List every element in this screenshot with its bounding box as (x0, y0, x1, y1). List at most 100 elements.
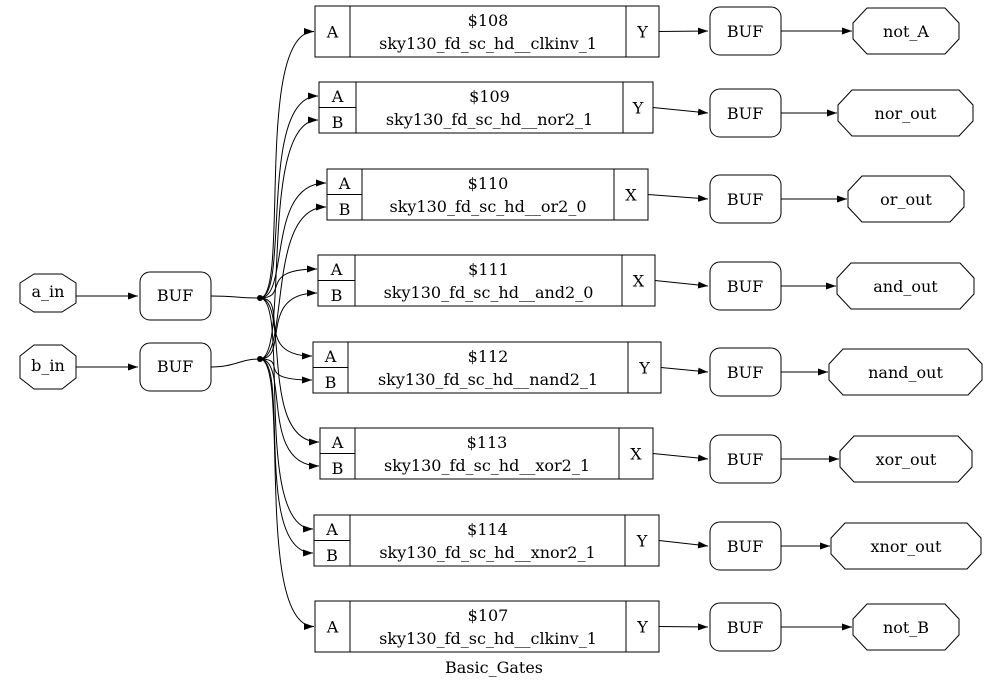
output-buffer: BUF (709, 261, 782, 311)
wire (658, 27, 709, 35)
input-buffer-a: BUF (139, 271, 212, 321)
wire (259, 28, 315, 299)
cell-type: sky130_fd_sc_hd__xnor2_1 (379, 543, 595, 562)
output-port-nand-out: nand_out (828, 348, 983, 396)
cell-pin-b: B (326, 546, 338, 565)
cell-pin-b: B (325, 373, 337, 392)
cell-109: AB $109 sky130_fd_sc_hd__nor2_1 Y (318, 81, 654, 134)
output-buffer-label: BUF (727, 618, 763, 637)
cell-pin-a: A (330, 260, 343, 279)
cell-type: sky130_fd_sc_hd__or2_0 (389, 197, 586, 216)
cell-name: $111 (468, 260, 509, 279)
output-buffer: BUF (709, 434, 782, 484)
wire (259, 179, 327, 299)
output-port-and-out: and_out (836, 262, 975, 310)
cell-type: sky130_fd_sc_hd__nor2_1 (386, 110, 593, 129)
output-port-label: nand_out (868, 363, 943, 382)
output-buffer: BUF (709, 602, 782, 652)
output-port-nor-out: nor_out (837, 89, 974, 137)
wire (259, 297, 320, 446)
wire (259, 358, 313, 384)
output-port-label: xor_out (876, 450, 937, 469)
wire (259, 116, 319, 360)
output-port-not-a: not_A (852, 7, 960, 55)
wire (259, 358, 320, 470)
output-buffer-label: BUF (727, 190, 763, 209)
cell-pin-a: A (338, 174, 351, 193)
cell-pin-a: A (331, 87, 344, 106)
svg-text:b_in: b_in (31, 356, 65, 375)
wire (259, 297, 314, 533)
output-port-xor-out: xor_out (839, 435, 973, 483)
cell-pin-b: B (332, 459, 344, 478)
cell-name: $113 (467, 433, 508, 452)
wire (259, 289, 318, 360)
cells: A$108sky130_fd_sc_hd__clkinv_1YAB$109sky… (312, 5, 662, 653)
output-buffer: BUF (709, 6, 782, 56)
output-buffer-label: BUF (727, 450, 763, 469)
output-buffer-label: BUF (727, 277, 763, 296)
output-port-not-b: not_B (852, 603, 960, 651)
cell-type: sky130_fd_sc_hd__clkinv_1 (379, 629, 597, 648)
cell-name: $112 (468, 347, 509, 366)
wire (652, 107, 709, 116)
svg-text:BUF: BUF (157, 286, 193, 305)
cell-pin-a: A (331, 433, 344, 452)
cell-name: $114 (467, 520, 508, 539)
cell-name: $108 (468, 11, 509, 30)
input-port-a-in: a_in (19, 273, 77, 313)
wire (210, 358, 261, 368)
svg-text:a_in: a_in (32, 282, 65, 301)
junction-b (257, 356, 263, 362)
output-buffer-label: BUF (727, 104, 763, 123)
output-port-xnor-out: xnor_out (830, 522, 982, 570)
cell-type: sky130_fd_sc_hd__clkinv_1 (379, 34, 597, 53)
output-port-or-out: or_out (847, 175, 965, 223)
cell-pin-b: B (332, 113, 344, 132)
wire (259, 203, 327, 360)
wire (210, 295, 261, 299)
wires (76, 27, 852, 631)
output-buffer: BUF (709, 88, 782, 138)
output-port-label: xnor_out (871, 537, 943, 556)
output-port-label: nor_out (875, 104, 938, 123)
cell-pin-a: A (324, 347, 337, 366)
output-port-label: and_out (873, 277, 938, 296)
output-buffer: BUF (709, 174, 782, 224)
output-buffer: BUF (709, 347, 782, 397)
cell-output-pin: Y (638, 359, 650, 378)
cell-type: sky130_fd_sc_hd__and2_0 (384, 283, 594, 302)
wire (259, 358, 315, 630)
wire (259, 92, 319, 299)
cell-output-pin: Y (632, 99, 644, 118)
wire (259, 358, 314, 557)
cell-name: $109 (469, 87, 510, 106)
cell-pin-a: A (326, 618, 339, 637)
cell-output-pin: Y (636, 618, 648, 637)
cell-pin-a: A (326, 23, 339, 42)
input-buffer-b: BUF (139, 342, 212, 392)
wire (652, 453, 709, 462)
input-port-b-in: b_in (19, 344, 77, 390)
cell-name: $110 (468, 174, 509, 193)
output-buffer-label: BUF (727, 363, 763, 382)
cell-output-pin: Y (636, 532, 648, 551)
cell-output-pin: X (633, 272, 645, 291)
wire (259, 297, 313, 360)
output-buffer: BUF (709, 521, 782, 571)
wire (658, 623, 709, 631)
wire (658, 540, 709, 549)
cell-output-pin: X (630, 445, 642, 464)
junction-a (257, 295, 263, 301)
cell-name: $107 (468, 606, 509, 625)
wire (259, 265, 318, 299)
output-port-label: or_out (880, 190, 932, 209)
